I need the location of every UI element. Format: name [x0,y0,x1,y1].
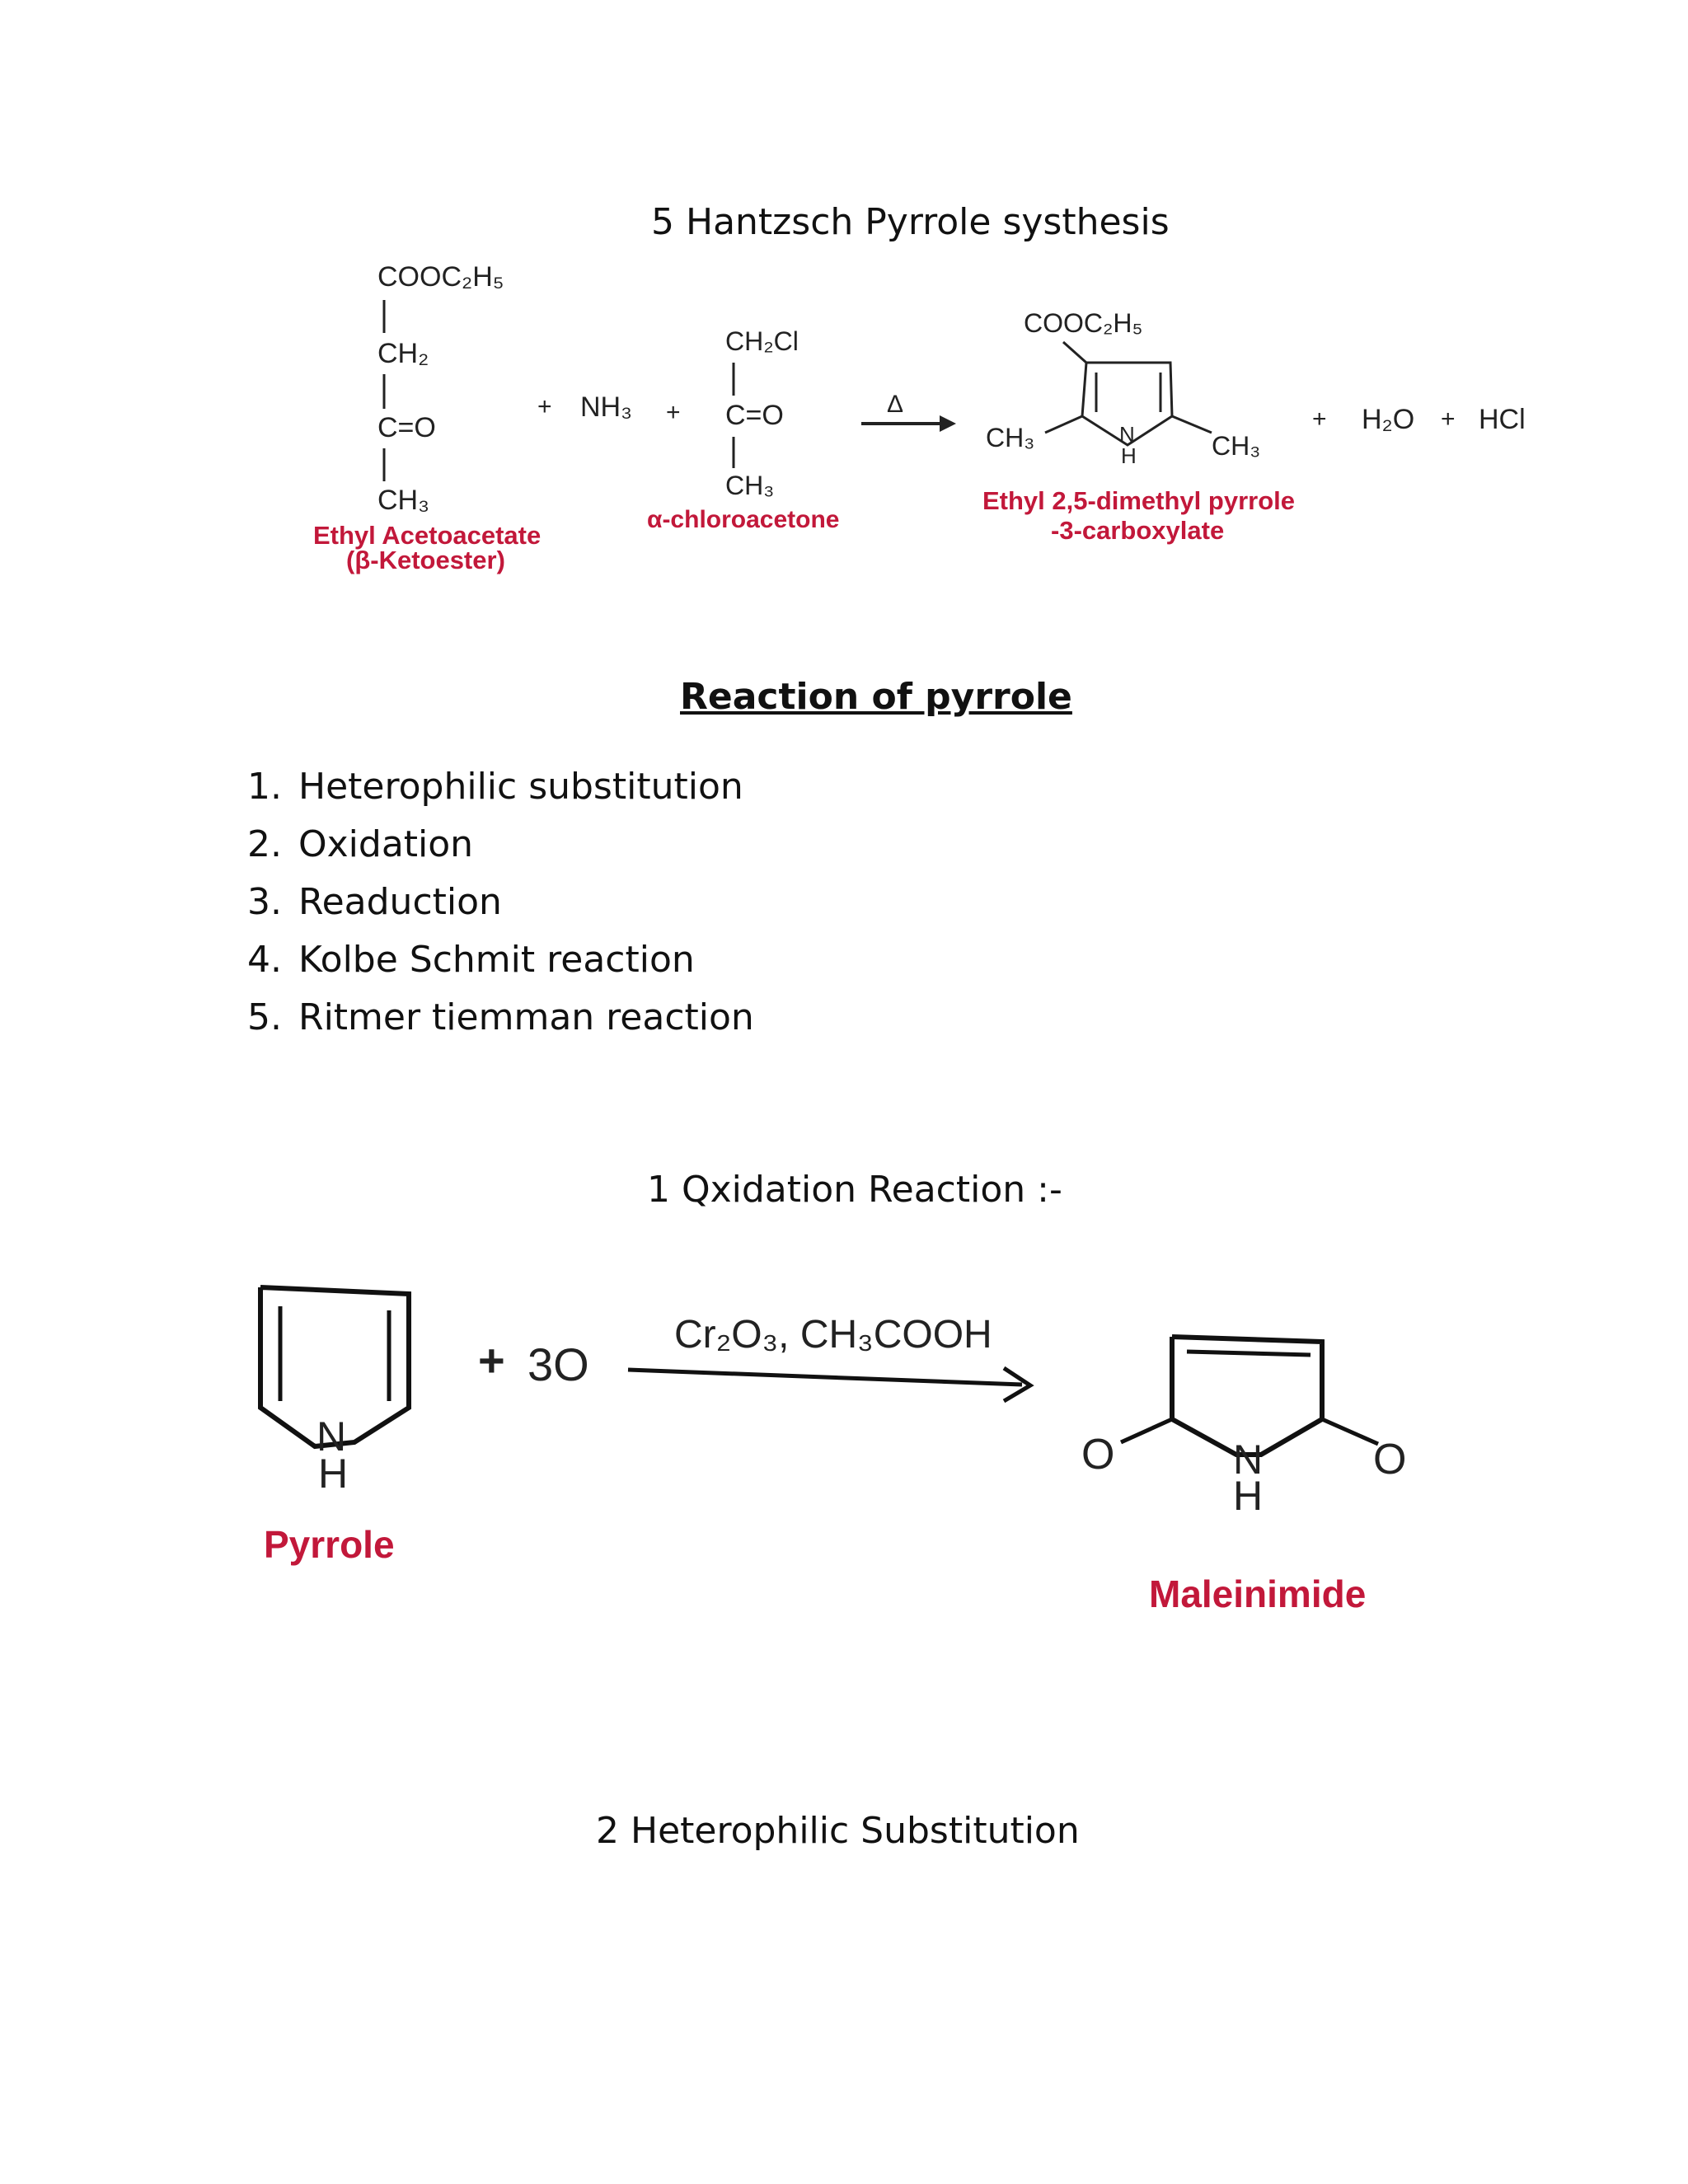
reactant1-ch2-group: CH₂ [377,338,429,369]
hcl-product: HCl [1479,404,1526,435]
plus-sign: + [478,1334,505,1386]
list-item: 3.Readuction [247,881,502,923]
hantzsch-reaction-scheme: COOC₂H₅ CH₂ C=O CH₃ Ethyl Acetoacetate (… [313,261,1526,574]
plus-sign-2: + [666,399,681,426]
reactant3-carbonyl-group: C=O [725,400,784,431]
product-left-methyl: CH₃ [986,423,1034,452]
left-carbonyl-oxygen: O [1081,1431,1114,1479]
list-item: 2.Oxidation [247,823,474,865]
reactant3-methyl-group: CH₃ [725,471,774,500]
maleinimide-hydrogen: H [1233,1473,1263,1519]
oxidation-reagent: Cr₂O₃, CH₃COOH [674,1313,992,1357]
pyrrole-nitrogen: N [316,1413,346,1460]
reactant1-carbonyl-group: C=O [377,412,436,443]
list-item: 5.Ritmer tiemman reaction [247,996,754,1038]
maleinimide-nitrogen: N [1233,1436,1263,1483]
oxidation-heading: 1 Qxidation Reaction :- [647,1169,1062,1211]
plus-sign-4: + [1441,405,1456,433]
heat-symbol: Δ [887,391,903,418]
maleinimide-name: Maleinimide [1149,1572,1366,1615]
oxygen-reagent: 3O [528,1338,589,1390]
reactant1-methyl-group: CH₃ [377,485,429,516]
water-product: H₂O [1362,404,1414,435]
pyrrole-structure: N H Pyrrole [258,1285,411,1566]
list-item: 4.Kolbe Schmit reaction [247,939,695,981]
list-item: 1.Heterophilic substitution [247,766,743,808]
pyrrole-name: Pyrrole [264,1523,395,1566]
plus-sign-3: + [1312,405,1327,433]
oxidation-reaction-scheme: N H Pyrrole + 3O Cr₂O₃, CH₃COOH O O N H … [258,1285,1406,1615]
reactant1-class: (β-Ketoester) [346,546,505,574]
hantzsch-heading: 5 Hantzsch Pyrrole systhesis [651,201,1170,243]
pyrrole-hydrogen: H [318,1451,348,1497]
plus-sign-1: + [537,393,552,420]
reaction-of-pyrrole-title: Reaction of pyrrole [680,676,1072,718]
ethyl-acetoacetate-structure: COOC₂H₅ CH₂ C=O CH₃ Ethyl Acetoacetate (… [313,261,541,574]
product-hydrogen: H [1121,443,1137,468]
oxidation-arrow: Cr₂O₃, CH₃COOH [627,1313,1034,1404]
product-right-methyl: CH₃ [1212,431,1260,461]
reactant3-name: α-chloroacetone [647,506,839,533]
product-nitrogen: N [1119,422,1135,447]
chloroacetone-structure: CH₂Cl C=O CH₃ α-chloroacetone [647,326,839,533]
reactant1-ester-group: COOC₂H₅ [377,261,504,293]
product-ester-group: COOC₂H₅ [1024,308,1142,338]
ammonia-reagent: NH₃ [580,391,632,423]
pyrrole-product-structure: COOC₂H₅ CH₃ CH₃ N H Ethyl 2,5-dimethyl p… [982,308,1295,545]
reaction-arrow: Δ [861,391,956,432]
substitution-heading: 2 Heterophilic Substitution [596,1810,1080,1852]
reactant3-chloromethyl-group: CH₂Cl [725,326,799,356]
reaction-list: 1.Heterophilic substitution 2.Oxidation … [247,758,754,1047]
right-carbonyl-oxygen: O [1373,1436,1406,1483]
reactant1-name: Ethyl Acetoacetate [313,521,541,550]
product-name-suffix: -3-carboxylate [1051,516,1224,545]
maleinimide-structure: O O N H Maleinimide [1081,1334,1406,1615]
product-name: Ethyl 2,5-dimethyl pyrrole [982,486,1295,515]
